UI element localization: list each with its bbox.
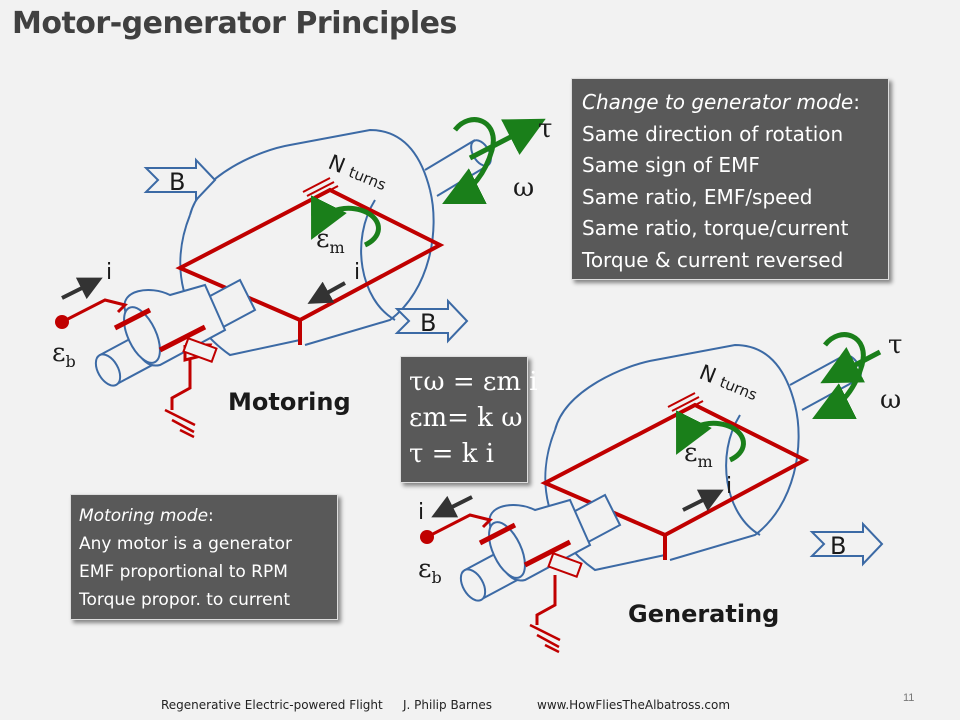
generating-field-label: B [830,532,847,560]
motoring-machine [55,117,546,439]
motoring-emf-label: εm [316,224,345,258]
motoring-current-label-left: i [106,260,113,285]
generating-ground [529,623,561,654]
generator-note-line: Same ratio, torque/current [582,216,849,240]
motoring-leads [61,298,218,410]
generator-note-line: Same ratio, EMF/speed [582,184,813,209]
equation-emf: εm= k ω [409,403,523,433]
equation-torque: τ = k i [409,439,495,469]
generator-note-line: Same direction of rotation [582,121,844,146]
motoring-current-arrow-left [61,277,103,300]
generating-current-label-coil: i [726,474,733,499]
generating-current-arrow-coil [682,489,724,512]
motoring-field-arrow-left [143,157,217,203]
generating-emf-label: εm [684,438,713,472]
generating-terminal [420,530,434,544]
motoring-torque-label: τ [538,114,553,144]
generator-mode-note: Change to generator mode: Same direction… [571,78,889,280]
equations-box: τω = εm i εm= k ω τ = k i [400,356,538,483]
motoring-emf-arrow [311,195,381,248]
generating-emf-arrow [676,410,746,463]
motoring-mode-note: Motoring mode: Any motor is a generator … [70,494,338,620]
motoring-speed-label: ω [513,173,535,203]
equation-power: τω = εm i [409,367,538,397]
generating-machine [420,332,884,654]
motoring-note-line: Torque propor. to current [79,590,291,610]
footer-course-title: Regenerative Electric-powered Flight [161,698,383,712]
footer-author: J. Philip Barnes [403,698,492,712]
motoring-note-line: Any motor is a generator [79,534,293,554]
motoring-battery-emf-label: εb [52,338,76,372]
generating-current-arrow-left [431,495,473,518]
motoring-current-arrow-coil [307,281,346,304]
generator-note-heading: Change to generator mode: [582,90,860,114]
page-title: Motor-generator Principles [12,6,457,41]
motoring-field-label-right: B [420,309,437,337]
generating-speed-label: ω [880,385,902,415]
generating-current-label-left: i [418,500,425,525]
footer-url[interactable]: www.HowFliesTheAlbatross.com [537,698,731,712]
motoring-torque-arrow [468,118,546,161]
generator-note-line: Same sign of EMF [582,153,760,177]
motoring-field-label-left: B [169,168,186,196]
motoring-field-arrow-right [394,298,469,344]
generating-commutator [459,493,622,602]
motoring-mode-label: Motoring [228,388,351,416]
generating-mode-label: Generating [628,600,780,628]
generating-field-arrow [809,521,884,567]
motoring-ground [164,408,196,439]
motoring-note-heading: Motoring mode: [79,506,214,526]
generating-torque-arrow [820,347,882,384]
generating-battery-emf-label: εb [418,554,442,588]
motoring-terminal [55,315,69,329]
page-number: 11 [903,692,915,704]
generator-note-line: Torque & current reversed [582,247,844,272]
motoring-rotation-arrow [442,117,496,204]
motoring-current-label-coil: i [354,260,361,285]
generating-torque-label: τ [888,330,903,360]
motoring-note-line: EMF proportional to RPM [79,562,288,582]
generating-leads [426,513,583,625]
motoring-commutator [94,278,257,387]
